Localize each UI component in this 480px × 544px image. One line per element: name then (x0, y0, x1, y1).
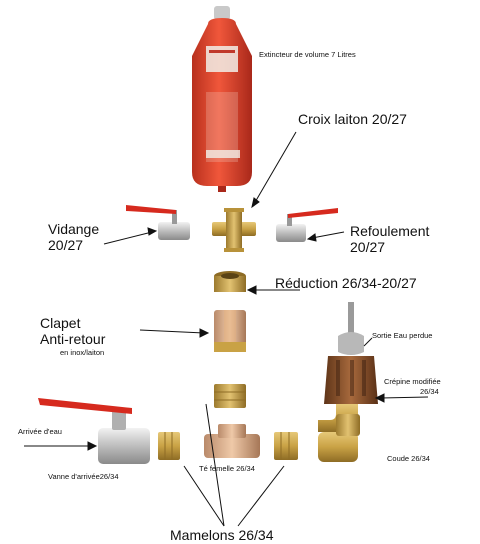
upper-nipple-image (214, 384, 246, 408)
elbow-image (318, 404, 360, 462)
arrow-drain-head (147, 227, 158, 236)
extinguisher-image (192, 6, 252, 192)
discharge-valve-image (276, 208, 338, 242)
leader-lines (24, 131, 429, 527)
inlet-valve-image (38, 398, 150, 464)
arrow-discharge-head (306, 233, 317, 242)
label-cross: Croix laiton 20/27 (298, 111, 407, 127)
arrow-reducer-head (246, 285, 257, 295)
label-discharge-line2: 20/27 (350, 239, 386, 255)
arrow-strainer-head (374, 393, 385, 403)
arrow-nipple-3 (237, 465, 285, 527)
arrow-cross-head (251, 197, 260, 209)
label-check-line3: en inox/laiton (60, 348, 105, 357)
strainer-image (324, 302, 378, 404)
label-drain-line1: Vidange (48, 221, 100, 237)
arrow-nipple-2 (205, 403, 225, 527)
arrow-check (139, 329, 205, 334)
label-strainer-line1: Crépine modifiée (384, 377, 441, 386)
arrow-discharge (311, 231, 345, 239)
label-elbow: Coude 26/34 (387, 454, 430, 463)
arrow-nipple-1 (183, 465, 225, 527)
label-discharge-line1: Refoulement (350, 223, 430, 239)
arrow-cross (253, 131, 297, 205)
arrow-strainer (379, 396, 429, 399)
label-reducer: Réduction 26/34-20/27 (275, 275, 417, 291)
left-nipple-image (158, 432, 180, 460)
brass-cross-image (212, 208, 256, 252)
label-waste-outlet: Sortie Eau perdue (372, 331, 433, 340)
female-tee-image (204, 424, 260, 458)
right-nipple-image (274, 432, 298, 460)
arrow-check-head (199, 328, 210, 338)
label-nipples: Mamelons 26/34 (170, 527, 274, 543)
arrow-drain (103, 231, 153, 245)
label-water-inlet: Arrivée d'eau (18, 427, 62, 436)
arrow-waste (363, 337, 373, 347)
label-check-line1: Clapet (40, 315, 81, 331)
label-extinguisher: Extincteur de volume 7 Litres (259, 50, 356, 59)
label-strainer-line2: 26/34 (420, 387, 439, 396)
label-drain-line2: 20/27 (48, 237, 84, 253)
check-valve-image (214, 310, 246, 352)
reducer-image (214, 271, 246, 292)
label-inlet-valve: Vanne d'arrivée26/34 (48, 472, 119, 481)
arrow-inlet-head (87, 441, 98, 451)
label-check-line2: Anti-retour (40, 331, 106, 347)
label-tee: Té femelle 26/34 (199, 464, 255, 473)
drain-valve-image (126, 205, 190, 240)
